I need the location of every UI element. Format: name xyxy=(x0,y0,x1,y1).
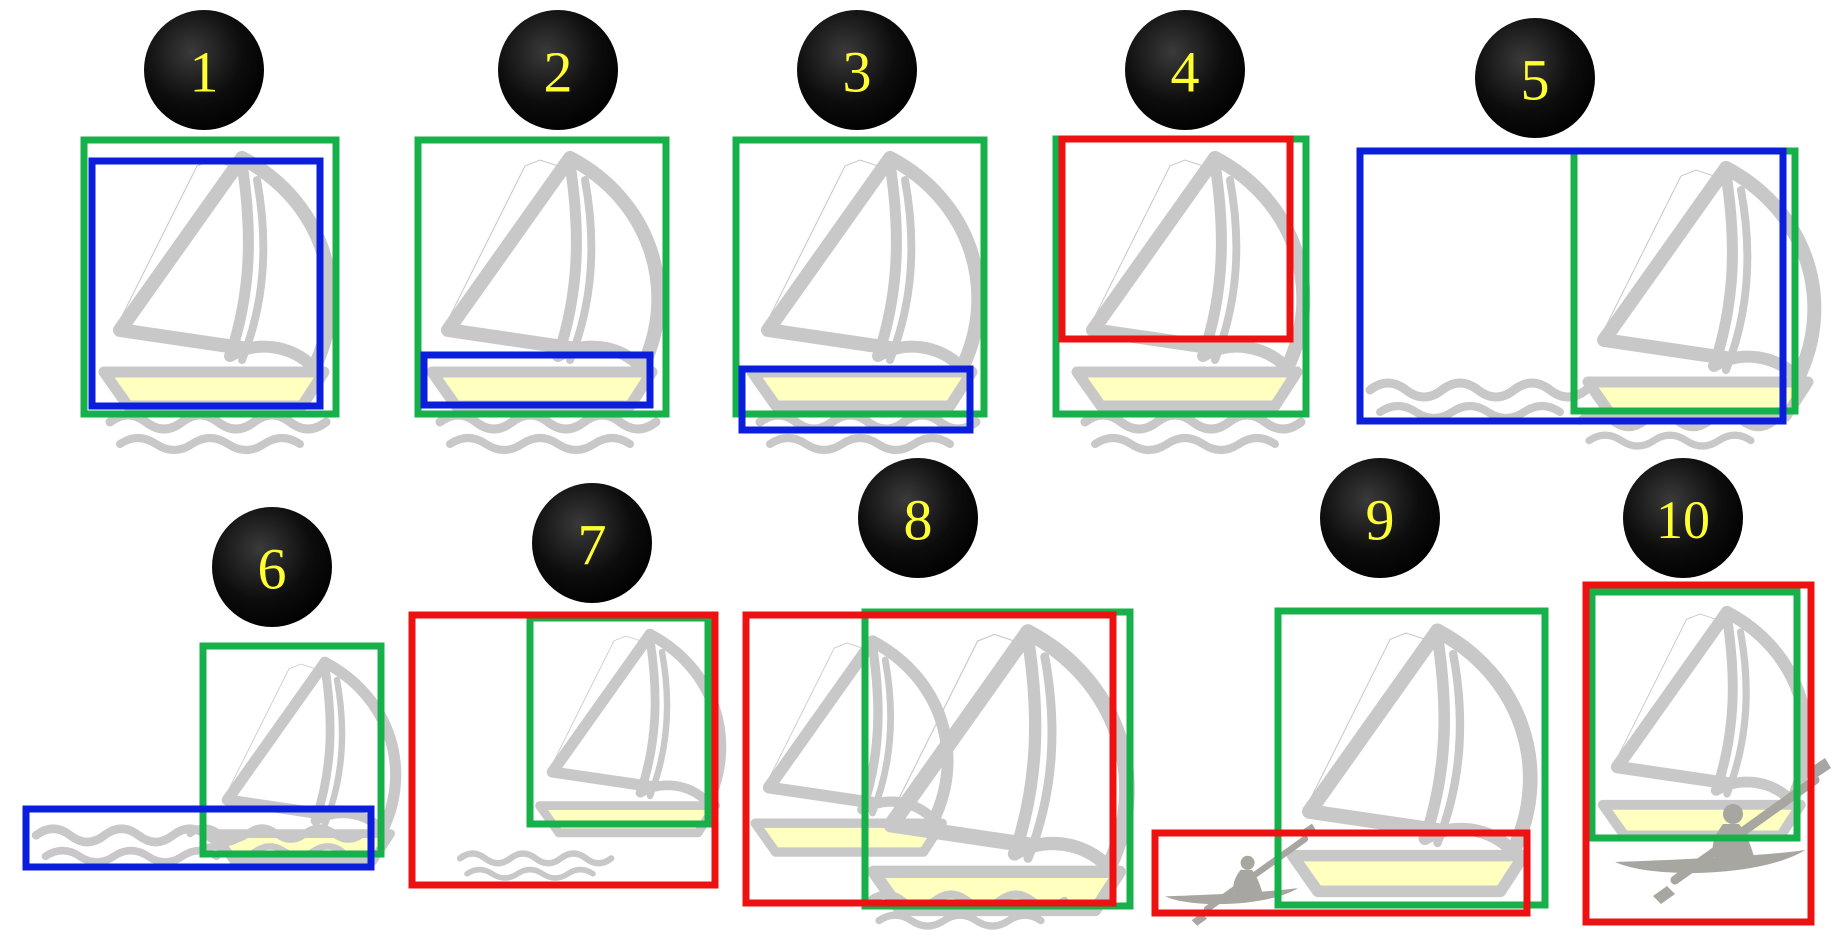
badge-circle xyxy=(144,10,264,130)
waves-icon xyxy=(110,415,326,450)
green-bounding-box xyxy=(80,136,340,418)
red-bounding-box xyxy=(1151,829,1531,917)
badge-circle xyxy=(1623,458,1743,578)
sailboat-icon xyxy=(1077,158,1303,406)
panel-3: 3 xyxy=(732,10,988,450)
waves-icon xyxy=(460,854,611,879)
sailboat-icon xyxy=(432,158,658,406)
panel-6: 6 xyxy=(22,507,396,871)
panel-8: 8 xyxy=(742,458,1130,926)
blue-bounding-box xyxy=(738,365,974,434)
sailboat-small-icon xyxy=(755,641,947,852)
panel-number: 8 xyxy=(904,488,933,553)
blue-bounding-box xyxy=(88,157,324,410)
badge-circle xyxy=(498,10,618,130)
panel-5: 5 xyxy=(1356,18,1814,446)
green-bounding-box xyxy=(414,136,670,418)
panel-number-badge: 7 xyxy=(532,483,652,603)
green-bounding-box xyxy=(199,642,385,858)
sailboat-icon xyxy=(104,158,330,406)
sailboat-icon xyxy=(1293,631,1531,891)
badge-circle xyxy=(797,10,917,130)
panel-9: 9 xyxy=(1151,458,1549,926)
red-bounding-box xyxy=(742,611,1117,907)
panel-number-badge: 5 xyxy=(1475,18,1595,138)
badge-circle xyxy=(212,507,332,627)
sailboat-icon xyxy=(540,634,721,832)
panel-number: 4 xyxy=(1171,40,1200,105)
waves-icon xyxy=(1085,415,1301,450)
panel-number: 3 xyxy=(843,40,872,105)
green-bounding-box xyxy=(1274,607,1549,909)
waves-icon xyxy=(440,415,656,450)
panel-number-badge: 2 xyxy=(498,10,618,130)
panel-number-badge: 9 xyxy=(1320,458,1440,578)
panel-number-badge: 6 xyxy=(212,507,332,627)
badge-circle xyxy=(532,483,652,603)
panel-2: 2 xyxy=(414,10,670,450)
panel-10: 10 xyxy=(1582,458,1831,926)
panel-number: 2 xyxy=(544,40,573,105)
blue-bounding-box xyxy=(22,805,375,871)
green-bounding-box xyxy=(732,136,988,418)
red-bounding-box xyxy=(408,611,719,889)
panel-number-badge: 4 xyxy=(1125,10,1245,130)
panel-number: 1 xyxy=(190,40,219,105)
panel-1: 1 xyxy=(80,10,340,450)
sailboat-icon xyxy=(1603,612,1807,835)
badge-circle xyxy=(1125,10,1245,130)
panel-number: 7 xyxy=(578,513,607,578)
waves-icon xyxy=(1370,383,1586,418)
panel-7: 7 xyxy=(408,483,721,889)
panel-number-badge: 10 xyxy=(1623,458,1743,578)
badge-circle xyxy=(1320,458,1440,578)
green-bounding-box xyxy=(1588,588,1801,842)
panel-number-badge: 8 xyxy=(858,458,978,578)
panel-number-badge: 1 xyxy=(144,10,264,130)
badge-circle xyxy=(858,458,978,578)
panel-number: 10 xyxy=(1656,490,1710,550)
blue-bounding-box xyxy=(1356,147,1787,425)
red-bounding-box xyxy=(1058,135,1294,343)
panel-number-badge: 3 xyxy=(797,10,917,130)
panel-4: 4 xyxy=(1052,10,1306,450)
green-bounding-box xyxy=(526,614,712,828)
panel-number: 9 xyxy=(1366,488,1395,553)
red-bounding-box xyxy=(1582,581,1815,926)
panel-number: 6 xyxy=(258,537,287,602)
panel-number: 5 xyxy=(1521,48,1550,113)
badge-circle xyxy=(1475,18,1595,138)
blue-bounding-box xyxy=(420,351,654,409)
